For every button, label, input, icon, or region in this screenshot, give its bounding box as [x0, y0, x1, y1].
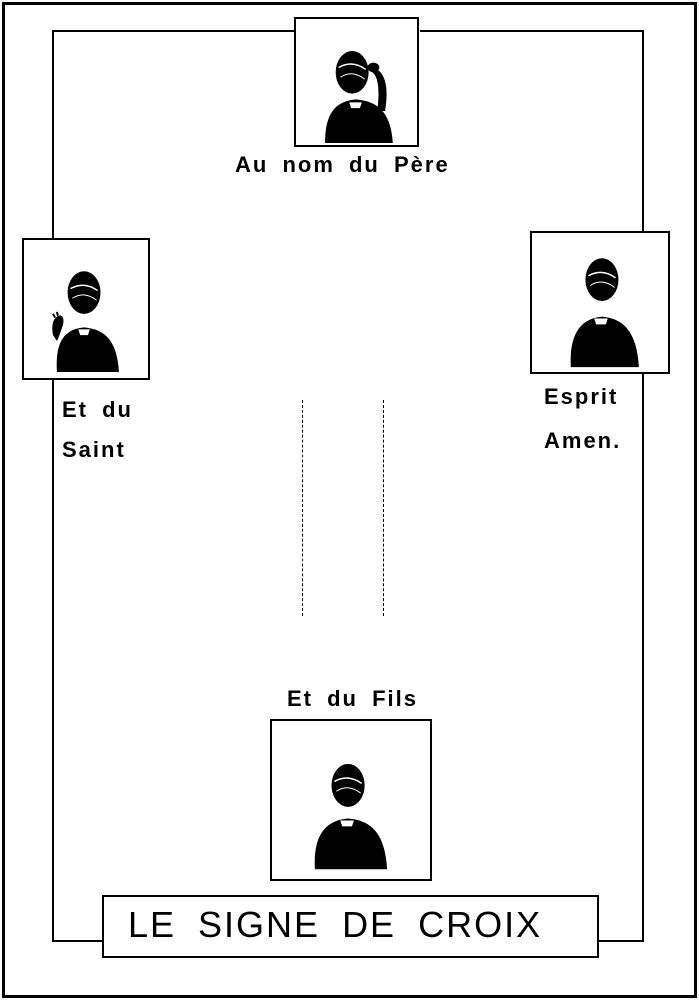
frame-bottom-left [52, 940, 104, 942]
frame-right-upper [642, 30, 644, 232]
frame-right-lower [642, 374, 644, 942]
card-forehead [294, 17, 419, 147]
frame-left-upper [52, 30, 54, 240]
label-left-line2: Saint [62, 437, 126, 462]
card-chest [270, 719, 432, 881]
title-box [102, 895, 599, 958]
label-left-line1: Et du [62, 397, 133, 422]
child-touching-right-shoulder-icon [570, 258, 639, 368]
frame-left-lower [52, 380, 54, 942]
label-right-line2: Amen. [544, 428, 622, 453]
card-left-shoulder [22, 238, 150, 380]
dashed-guide-right [383, 400, 384, 616]
frame-top-left [53, 30, 295, 32]
page-title: LE SIGNE DE CROIX [128, 904, 543, 945]
frame-bottom-right [597, 940, 644, 942]
label-bottom: Et du Fils [287, 686, 418, 711]
child-touching-left-shoulder-icon [52, 271, 119, 372]
dashed-guide-left [302, 400, 303, 616]
child-touching-forehead-icon [325, 51, 393, 143]
child-touching-chest-icon [314, 763, 388, 870]
card-right-shoulder [530, 231, 670, 374]
label-right-line1: Esprit [544, 384, 619, 409]
frame-top-right [420, 30, 644, 32]
label-top: Au nom du Père [235, 152, 450, 177]
